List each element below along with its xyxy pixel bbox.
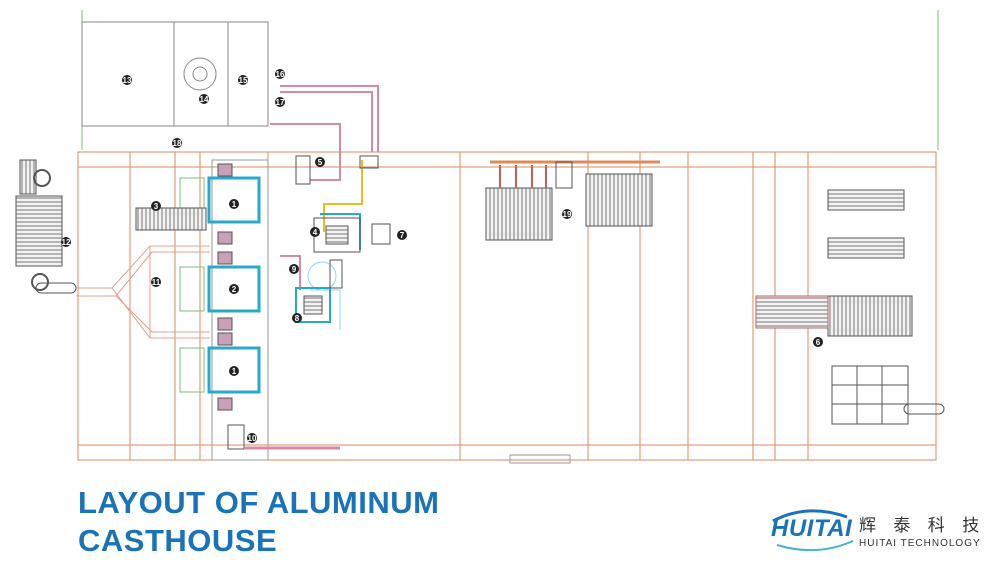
- callout-10: 10: [247, 433, 257, 443]
- callout-12: 12: [61, 237, 71, 247]
- page-title-line1: LAYOUT OF ALUMINUM: [78, 485, 440, 520]
- svg-text:1: 1: [232, 367, 237, 376]
- callout-18: 18: [172, 138, 182, 148]
- callout-17: 17: [275, 97, 285, 107]
- svg-text:5: 5: [318, 158, 323, 167]
- ingot-casting-line: [295, 259, 343, 323]
- callout-8: 8: [292, 313, 302, 323]
- svg-text:17: 17: [276, 98, 285, 107]
- furnace-column: [179, 159, 340, 461]
- callout-1a: 1: [229, 199, 239, 209]
- svg-text:15: 15: [239, 76, 248, 85]
- callout-1b: 1: [229, 366, 239, 376]
- svg-text:4: 4: [313, 228, 318, 237]
- svg-text:1: 1: [232, 200, 237, 209]
- callout-7: 7: [397, 230, 407, 240]
- svg-text:8: 8: [295, 314, 300, 323]
- small-equipment: [295, 155, 391, 245]
- callout-14: 14: [199, 94, 209, 104]
- callout-15: 15: [238, 75, 248, 85]
- svg-text:11: 11: [152, 278, 161, 287]
- site-boundary: [81, 10, 939, 150]
- callout-markers: 1 2 1 3 4 5 6 7 8 9 10 11 12 13 14 15 16…: [61, 69, 823, 443]
- callout-3: 3: [151, 201, 161, 211]
- callout-19: 19: [562, 209, 572, 219]
- svg-text:13: 13: [123, 76, 132, 85]
- launder-outline: [76, 245, 210, 339]
- logo-wordmark: HUITAI: [771, 515, 853, 542]
- callout-13: 13: [122, 75, 132, 85]
- company-logo: HUITAI 辉 泰 科 技 HUITAI TECHNOLOGY: [767, 505, 992, 555]
- svg-text:18: 18: [173, 139, 182, 148]
- callout-2: 2: [229, 284, 239, 294]
- logo-chinese-name: 辉 泰 科 技: [859, 516, 986, 536]
- page-title-line2: CASTHOUSE: [78, 523, 278, 558]
- casthouse-layout-drawing: 1 2 1 3 4 5 6 7 8 9 10 11 12 13 14 15 16…: [15, 10, 945, 464]
- svg-text:3: 3: [154, 202, 159, 211]
- svg-text:9: 9: [292, 265, 297, 274]
- svg-text:6: 6: [816, 338, 821, 347]
- upper-building: [81, 21, 269, 127]
- svg-text:2: 2: [232, 285, 237, 294]
- svg-text:14: 14: [200, 95, 209, 104]
- svg-text:10: 10: [248, 434, 257, 443]
- callout-9: 9: [289, 264, 299, 274]
- logo-english-name: HUITAI TECHNOLOGY: [859, 538, 981, 549]
- svg-text:16: 16: [276, 70, 285, 79]
- svg-text:12: 12: [62, 238, 71, 247]
- callout-11: 11: [151, 277, 161, 287]
- svg-text:7: 7: [400, 231, 405, 240]
- finishing-area: [755, 189, 945, 425]
- callout-4: 4: [310, 227, 320, 237]
- degassing-unit: [313, 217, 361, 253]
- holding-station: [15, 159, 77, 294]
- callout-5: 5: [315, 157, 325, 167]
- gas-pipes: [270, 85, 379, 290]
- logo-swoosh-icon: [772, 509, 854, 552]
- callout-6: 6: [813, 337, 823, 347]
- svg-text:19: 19: [563, 210, 572, 219]
- callout-16: 16: [275, 69, 285, 79]
- stacking-area: [485, 160, 660, 241]
- casting-machine: [135, 207, 207, 231]
